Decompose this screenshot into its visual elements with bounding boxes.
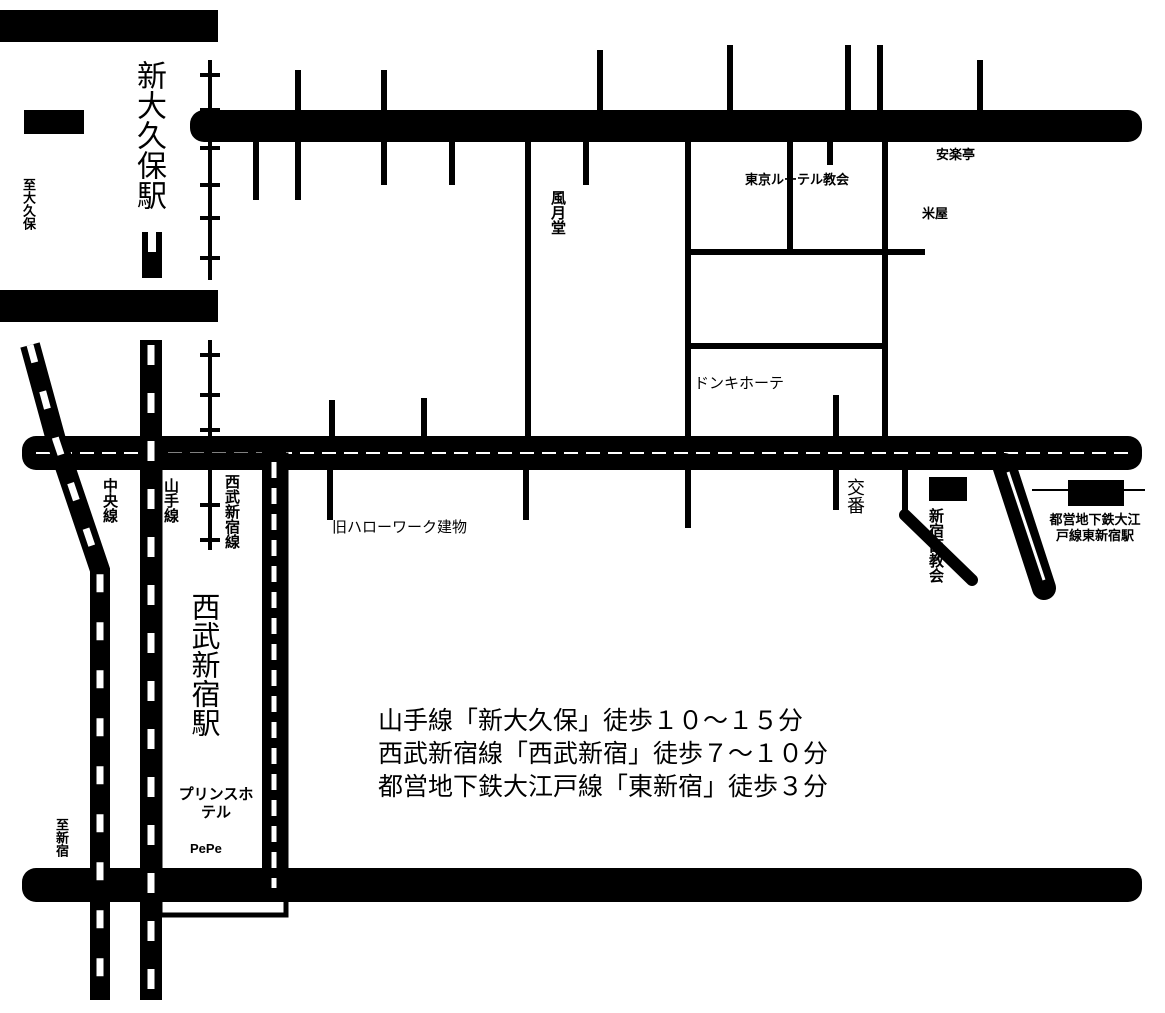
chuo-line-dash xyxy=(26,344,104,1000)
road-bottom-main xyxy=(22,868,1142,902)
chuo-line-label: 中央線 xyxy=(101,478,118,523)
pepe-label: PePe xyxy=(190,841,222,856)
old-hellowork-label: 旧ハローワーク建物 xyxy=(332,519,468,536)
road-upper-main xyxy=(190,110,1142,142)
directions-block: 山手線「新大久保」徒歩１０〜１５分 西武新宿線「西武新宿」徒歩７〜１０分 都営地… xyxy=(378,705,828,804)
seibu-shinjuku-station-label: 西武新宿駅 xyxy=(187,592,219,737)
kouban-label: 交番 xyxy=(845,478,865,514)
prince-hotel-label: プリンスホテル xyxy=(178,786,254,821)
yamanote-line-upper-hole xyxy=(148,232,156,252)
yamanote-line-label: 山手線 xyxy=(162,478,179,523)
don-quijote-label: ドンキホーテ xyxy=(694,375,785,392)
diagonal-road-higashi xyxy=(992,453,1056,600)
to-shinjuku-label: 至新宿 xyxy=(54,818,69,857)
higashi-shinjuku-exit-label: 都営地下鉄大江戸線東新宿駅 xyxy=(1049,512,1141,543)
subway-exit-marker xyxy=(1068,480,1124,506)
road-upper-left-stub xyxy=(24,110,84,134)
upper-horizontal-streets xyxy=(688,249,925,349)
diagonal-road-higashi-center xyxy=(1006,471,1046,581)
anrakutei-label: 安楽亭 xyxy=(936,147,976,162)
road-middle-main xyxy=(22,436,1142,470)
road-mid-left-stub xyxy=(0,290,218,322)
direction-yamanote: 山手線「新大久保」徒歩１０〜１５分 xyxy=(378,707,804,735)
seibu-line-ticks xyxy=(200,73,220,542)
fugetsudo-label: 風月堂 xyxy=(549,190,566,235)
kouban-building xyxy=(929,477,967,501)
direction-oedo: 都営地下鉄大江戸線「東新宿」徒歩３分 xyxy=(378,773,829,801)
shin-okubo-station-label: 新大久保駅 xyxy=(132,60,165,210)
upper-vertical-streets xyxy=(253,45,983,440)
yamanote-line-upper-stub xyxy=(142,232,162,278)
tokyo-lutheran-church-label: 東京ルーテル教会 xyxy=(745,172,850,187)
seibu-line-label: 西武新宿線 xyxy=(223,474,240,549)
direction-seibu: 西武新宿線「西武新宿」徒歩７〜１０分 xyxy=(378,740,829,768)
to-okubo-label: 至大久保 xyxy=(21,178,36,230)
yamanote-line-lower xyxy=(140,340,162,1000)
shinjuku-nishi-church-label: 新宿西教会 xyxy=(927,508,944,583)
yonekyu-label: 米屋 xyxy=(922,206,949,221)
road-top-left-stub xyxy=(0,10,218,42)
middle-streets xyxy=(327,395,908,528)
diagonal-street-church xyxy=(899,509,978,586)
